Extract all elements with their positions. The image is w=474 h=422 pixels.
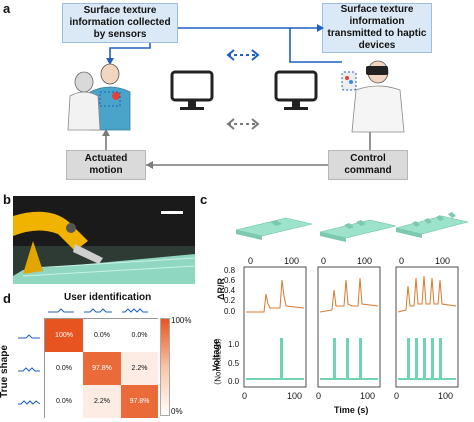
r-tick-02: 0.2 bbox=[224, 296, 236, 305]
top-tick-2-100: 100 bbox=[357, 256, 373, 266]
monitor-right-icon bbox=[274, 70, 318, 110]
arrow-actuated-up-head bbox=[102, 129, 110, 136]
r-tick-00: 0.0 bbox=[224, 307, 236, 316]
r-tick-06: 0.6 bbox=[224, 276, 236, 285]
panel-a-graphics bbox=[67, 24, 405, 169]
box-control-line2: command bbox=[344, 165, 392, 176]
arrow-to-haptic bbox=[178, 27, 342, 63]
panel-c-plots bbox=[243, 266, 459, 388]
texture-plate-1 bbox=[236, 217, 313, 240]
resistance-trace-2 bbox=[319, 277, 379, 313]
panel-b-letter: b bbox=[3, 192, 11, 207]
top-tick-1-0: 0 bbox=[248, 256, 254, 266]
texture-plates bbox=[236, 212, 468, 242]
box-haptic-line4: devices bbox=[358, 40, 396, 51]
cell-r2-c0: 0.0% bbox=[45, 385, 83, 418]
voltage-trace-2 bbox=[320, 338, 378, 380]
panel-a-letter: a bbox=[3, 1, 11, 16]
bottom-tick-2-0: 0 bbox=[316, 391, 322, 401]
bottom-tick-3-0: 0 bbox=[394, 391, 400, 401]
box-haptic-line3: transmitted to haptic bbox=[327, 28, 427, 39]
doctor-vr-illustration bbox=[341, 60, 405, 133]
cell-r1-c0: 0.0% bbox=[45, 352, 83, 385]
wireless-arrow-blue bbox=[226, 49, 260, 61]
voltage-trace-1 bbox=[246, 338, 304, 380]
top-tick-1-100: 100 bbox=[284, 256, 300, 266]
r-tick-08: 0.8 bbox=[224, 266, 236, 275]
bottom-tick-3-100: 100 bbox=[438, 391, 454, 401]
top-tick-2-0: 0 bbox=[321, 256, 327, 266]
resistance-trace-1 bbox=[246, 279, 305, 313]
box-actuated-line1: Actuated bbox=[84, 153, 128, 164]
monitor-left-icon bbox=[170, 70, 214, 110]
box-control-line1: Control bbox=[350, 153, 386, 164]
cell-r1-c1: 97.8% bbox=[83, 352, 121, 385]
cell-r0-c1: 0.0% bbox=[83, 319, 121, 352]
time-axis-label: Time (s) bbox=[334, 405, 369, 415]
cell-r2-c2: 97.8% bbox=[121, 385, 158, 418]
panel-c-letter: c bbox=[200, 192, 208, 207]
voltage-axis-sub: （Normalized） bbox=[213, 333, 223, 390]
robot-photo bbox=[13, 196, 195, 284]
confusion-matrix: 100% 0.0% 0.0% 0.0% 97.8% 2.2% 0.0% 2.2%… bbox=[44, 318, 158, 418]
colorbar-max-label: 100% bbox=[171, 316, 192, 325]
colorbar-min-label: 0% bbox=[171, 407, 183, 416]
r-tick-04: 0.4 bbox=[224, 286, 236, 295]
bottom-tick-1-0: 0 bbox=[242, 391, 248, 401]
box-sensors-line1: Surface texture bbox=[83, 5, 157, 16]
box-actuated: Actuated motion bbox=[66, 150, 146, 180]
arrow-sensors-down bbox=[109, 43, 151, 62]
top-tick-3-100: 100 bbox=[435, 256, 451, 266]
voltage-trace-3 bbox=[398, 338, 456, 380]
cell-r2-c1: 2.2% bbox=[83, 385, 121, 418]
user-identification-label: User identification bbox=[64, 292, 152, 303]
cell-r0-c2: 0.0% bbox=[121, 319, 158, 352]
v-tick-05: 0.5 bbox=[228, 359, 240, 368]
arrow-sensors-down-head bbox=[106, 58, 114, 65]
box-sensors-line3: by sensors bbox=[93, 29, 147, 40]
box-sensors-line2: information collected bbox=[69, 17, 171, 28]
column-shape-icons bbox=[48, 308, 148, 313]
box-haptic: Surface texture information transmitted … bbox=[322, 3, 432, 53]
true-shape-label: True shape bbox=[0, 345, 10, 398]
box-control: Control command bbox=[328, 150, 408, 180]
plot-frame-2 bbox=[317, 266, 381, 388]
texture-plate-3 bbox=[395, 212, 468, 238]
plot-frame-3 bbox=[395, 266, 459, 388]
colorbar bbox=[160, 318, 170, 416]
panel-d-letter: d bbox=[3, 291, 11, 306]
cell-r1-c2: 2.2% bbox=[121, 352, 158, 385]
bottom-tick-2-100: 100 bbox=[360, 391, 376, 401]
patient-illustration bbox=[67, 63, 131, 131]
top-tick-3-0: 0 bbox=[399, 256, 405, 266]
v-tick-00: 0.0 bbox=[228, 377, 240, 386]
v-tick-10: 1.0 bbox=[228, 340, 240, 349]
row-shape-icons bbox=[18, 334, 41, 405]
wireless-arrow-gray bbox=[226, 118, 260, 130]
box-actuated-line2: motion bbox=[89, 165, 123, 176]
texture-plate-2 bbox=[319, 219, 397, 242]
cell-r0-c0: 100% bbox=[45, 319, 83, 352]
box-haptic-line2: information bbox=[349, 16, 405, 27]
bottom-tick-1-100: 100 bbox=[287, 391, 303, 401]
resistance-trace-3 bbox=[397, 275, 457, 313]
box-sensors: Surface texture information collected by… bbox=[62, 3, 178, 43]
box-haptic-line1: Surface texture bbox=[340, 4, 414, 15]
arrow-control-to-actuated-head bbox=[146, 161, 153, 169]
plot-frame-1 bbox=[243, 266, 307, 388]
